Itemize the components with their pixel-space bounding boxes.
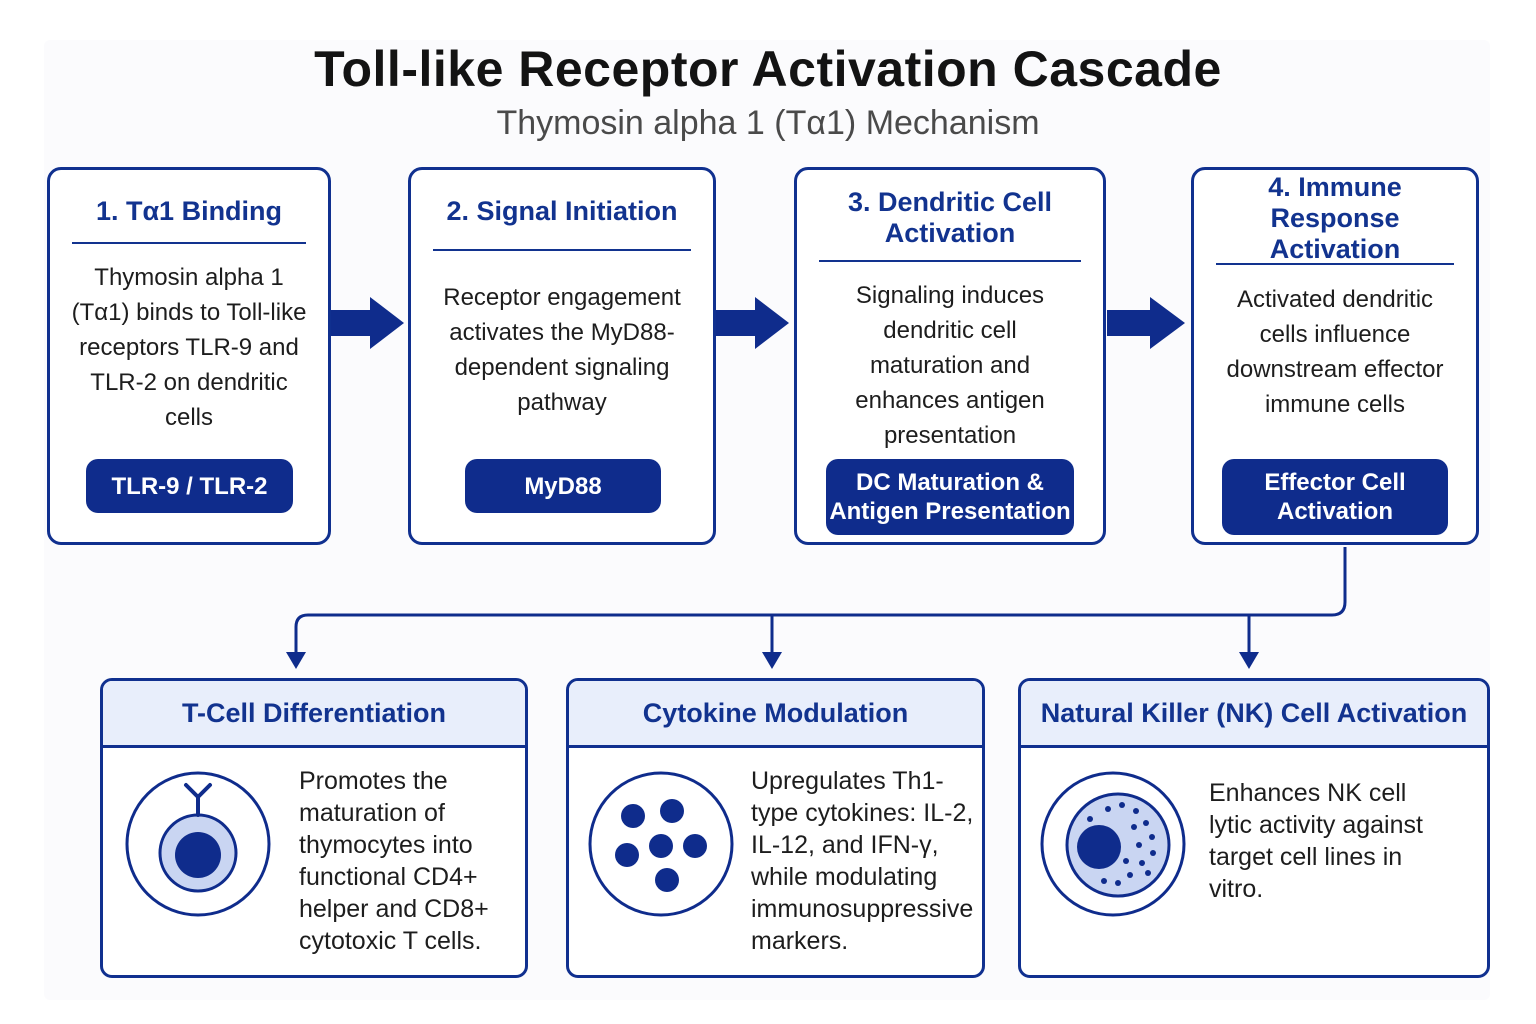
cytokine-icon [588,771,734,917]
step-description: Receptor engagement activates the MyD88-… [443,284,681,416]
step-divider [72,242,306,244]
nk-cell-icon [1040,771,1186,917]
outcome-title: T-Cell Differentiation [103,681,525,748]
step-divider [1216,263,1454,265]
page-title: Toll-like Receptor Activation Cascade [314,41,1222,97]
outcome-card-t-cell: T-Cell Differentiation Promotes the matu… [100,678,528,978]
step-badge: MyD88 [465,459,661,513]
outcome-description: Enhances NK cell lytic activity against … [1209,779,1423,903]
step-badge: Effector Cell Activation [1222,459,1448,535]
arrow-step1-to-step2 [331,297,404,349]
step-description: Activated dendritic cells influence down… [1226,286,1444,418]
arrowhead-middle [762,652,782,669]
step-badge: TLR-9 / TLR-2 [86,459,293,513]
step-card-2: 2. Signal Initiation Receptor engagement… [408,167,716,545]
arrow-step3-to-step4 [1107,297,1185,349]
arrow-step2-to-step3 [716,297,789,349]
t-cell-icon [125,771,271,917]
outcome-description: Upregulates Th1-type cytokines: IL-2, IL… [751,767,974,955]
arrowhead-right [1239,652,1259,669]
step-card-3: 3. Dendritic Cell Activation Signaling i… [794,167,1106,545]
step-title: 4. Immune Response Activation [1268,171,1402,264]
outcome-card-cytokine: Cytokine Modulation Upregulates Th1-type… [566,678,985,978]
outcome-card-nk-cell: Natural Killer (NK) Cell Activation Enha… [1018,678,1490,978]
step-card-4: 4. Immune Response Activation Activated … [1191,167,1479,545]
step-divider [819,260,1081,262]
step-description: Thymosin alpha 1 (Tα1) binds to Toll-lik… [71,264,307,431]
arrowhead-left [286,652,306,669]
step-title: 3. Dendritic Cell Activation [847,187,1053,248]
step-badge: DC Maturation & Antigen Presentation [826,459,1074,535]
step-divider [433,249,691,251]
step-title: 1. Tα1 Binding [95,195,283,226]
step-description: Signaling induces dendritic cell maturat… [855,282,1045,449]
outcome-title: Cytokine Modulation [569,681,982,748]
step-card-1: 1. Tα1 Binding Thymosin alpha 1 (Tα1) bi… [47,167,331,545]
outcome-title: Natural Killer (NK) Cell Activation [1021,681,1487,748]
page-subtitle: Thymosin alpha 1 (Tα1) Mechanism [496,104,1040,142]
step-title: 2. Signal Initiation [446,195,678,226]
outcome-description: Promotes the maturation of thymocytes in… [299,767,489,955]
connector-trunk [294,547,1347,652]
